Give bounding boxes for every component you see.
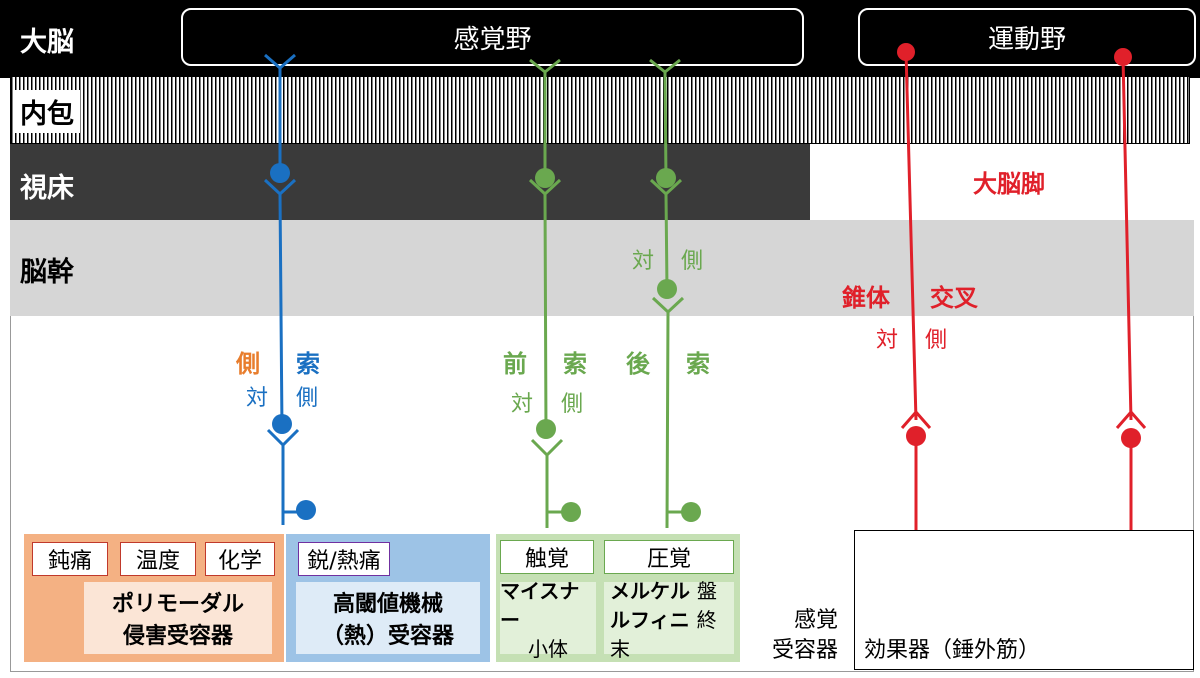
effector-label: 効果器（錘外筋） xyxy=(864,638,1041,663)
red-neuron-anterior-horn-1 xyxy=(906,426,926,446)
blue-neuron-ganglion xyxy=(296,500,316,520)
posterior-contralateral-2: 側 xyxy=(681,249,704,274)
sensory-cortex-label: 感覚野 xyxy=(453,24,532,55)
merkel-row: メルケル 盤 xyxy=(610,578,717,603)
red-contralateral-2: 側 xyxy=(925,328,948,353)
blue-contralateral-2: 側 xyxy=(296,386,319,411)
blue-neuron-dorsal-horn xyxy=(272,414,292,434)
row-label-brainstem: 脳幹 xyxy=(20,257,74,288)
anterior-label-2: 索 xyxy=(563,350,587,378)
row-label-thalamus: 視床 xyxy=(20,173,74,204)
posterior-contralateral-1: 対 xyxy=(632,249,655,274)
pyramidal-label-1: 錐体 xyxy=(842,284,890,312)
blue-neuron-thalamus xyxy=(270,163,290,183)
anterior-label-1: 前 xyxy=(503,350,527,378)
posterior-label-1: 後 xyxy=(626,350,650,378)
temperature-tag: 温度 xyxy=(120,542,196,576)
green-neuron-ganglion-1 xyxy=(561,502,581,522)
touch-tag: 触覚 xyxy=(500,540,594,574)
cerebral-peduncle-area xyxy=(810,144,1194,220)
row-label-internal-capsule: 内包 xyxy=(14,90,80,133)
green-neuron-dorsal-horn xyxy=(536,419,556,439)
meissner-box: マイスナー 小体 xyxy=(500,579,596,661)
red-neuron-cortex-2 xyxy=(1114,48,1132,66)
dull-pain-tag: 鈍痛 xyxy=(32,542,108,576)
pressure-tag: 圧覚 xyxy=(604,540,734,574)
chemical-tag: 化学 xyxy=(205,542,275,576)
spinal-cord-frame xyxy=(10,316,1194,672)
motor-cortex-label: 運動野 xyxy=(987,24,1066,55)
sensory-receptor-label-2: 受容器 xyxy=(772,638,839,663)
sensory-cortex-box: 感覚野 xyxy=(181,8,804,66)
red-contralateral-1: 対 xyxy=(876,328,899,353)
sensory-receptor-label-1: 感覚 xyxy=(794,608,839,633)
polymodal-receptor-box: ポリモーダル 侵害受容器 xyxy=(84,582,272,654)
red-neuron-anterior-horn-2 xyxy=(1121,428,1141,448)
high-threshold-receptor-box: 高閾値機械 （熱）受容器 xyxy=(296,582,480,654)
green-neuron-thalamus-2 xyxy=(656,168,676,188)
green-neuron-ganglion-2 xyxy=(681,502,701,522)
pyramidal-label-2: 交叉 xyxy=(930,284,978,312)
blue-contralateral-1: 対 xyxy=(246,386,269,411)
red-neuron-cortex-1 xyxy=(897,43,915,61)
internal-capsule-band xyxy=(10,76,1190,144)
lateral-label-2: 索 xyxy=(296,350,320,378)
lateral-label-1: 側 xyxy=(236,350,260,378)
brainstem-band xyxy=(10,220,1194,316)
merkel-ruffini-box: メルケル 盤 ルフィニ 終末 xyxy=(604,579,734,661)
ruffini-row: ルフィニ 終末 xyxy=(610,607,717,661)
row-label-cerebrum: 大脳 xyxy=(20,27,74,58)
green-neuron-medulla xyxy=(657,279,677,299)
effector-panel xyxy=(854,530,1194,670)
motor-cortex-box: 運動野 xyxy=(858,8,1196,66)
cerebral-peduncle-label: 大脳脚 xyxy=(973,170,1045,198)
posterior-label-2: 索 xyxy=(686,350,710,378)
green-contralateral-2: 側 xyxy=(561,392,584,417)
green-contralateral-1: 対 xyxy=(511,392,534,417)
green-neuron-thalamus-1 xyxy=(535,168,555,188)
lateral-pathway xyxy=(263,53,303,525)
sharp-pain-tag: 鋭/熱痛 xyxy=(298,542,390,576)
